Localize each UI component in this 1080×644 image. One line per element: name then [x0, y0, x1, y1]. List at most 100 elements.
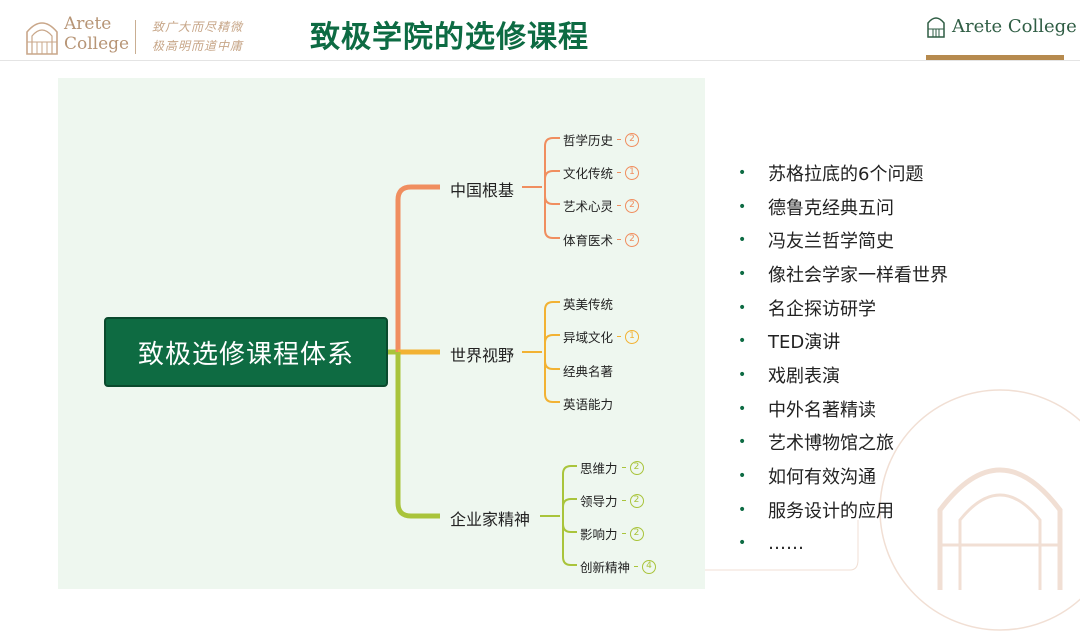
topic-label: 戏剧表演 [768, 365, 840, 387]
course-count-badge: 4 [642, 559, 657, 574]
topic-item: • 中外名著精读 [738, 392, 948, 426]
leaf-node: 英语能力 [563, 394, 613, 413]
course-count-badge: 2 [629, 493, 644, 508]
leaf-label: 体育医术 [563, 233, 614, 248]
topic-item: • 艺术博物馆之旅 [738, 426, 948, 460]
leaf-connector [544, 170, 560, 187]
arete-logo-icon [24, 16, 64, 56]
bullet-icon: • [738, 164, 747, 181]
leaf-node: 创新精神 4 [580, 557, 657, 576]
bullet-icon: • [738, 299, 747, 316]
leaf-node: 艺术心灵 2 [563, 196, 640, 215]
leaf-connector [544, 137, 560, 187]
logo-line-1: Arete [64, 14, 112, 34]
leaf-connector [544, 334, 560, 352]
bullet-icon: • [738, 232, 747, 249]
topic-label: 像社会学家一样看世界 [768, 264, 948, 286]
brand-right: Arete College [926, 14, 1077, 38]
course-count-badge: 2 [625, 232, 640, 247]
leaf-label: 英语能力 [563, 397, 614, 412]
course-count-badge: 2 [629, 460, 644, 475]
leaf-connector [544, 352, 560, 370]
leaf-connector [562, 498, 577, 516]
leaf-connector [562, 516, 577, 566]
mindmap-root-node: 致极选修课程体系 [104, 317, 388, 387]
bullet-icon: • [738, 501, 747, 518]
topic-label: TED演讲 [768, 332, 841, 354]
leaf-connector [544, 187, 560, 239]
branch-curve-china [395, 184, 440, 352]
branch-china-roots: 中国根基 [450, 181, 515, 200]
bullet-icon: • [738, 434, 747, 451]
logo-line-2: College [64, 34, 130, 54]
topic-item: • 服务设计的应用 [738, 493, 948, 527]
mindmap-connectors [388, 137, 859, 571]
school-motto: 致广大而尽精微 极高明而道中庸 [152, 18, 243, 56]
leaf-label: 领导力 [580, 494, 618, 509]
branch-curve-enterprise [395, 352, 440, 519]
topic-item: • 像社会学家一样看世界 [738, 257, 948, 291]
leaf-node: 思维力 2 [580, 458, 644, 477]
bullet-icon: • [738, 366, 747, 383]
leaf-connector [544, 187, 560, 205]
logo-wordmark: Arete College [64, 14, 129, 54]
topic-label: 苏格拉底的6个问题 [768, 163, 924, 185]
topic-label: 中外名著精读 [768, 399, 876, 421]
leaf-node: 文化传统 1 [563, 163, 640, 182]
topic-label: …… [768, 532, 804, 554]
course-count-badge: 2 [629, 526, 644, 541]
leaf-connector [562, 516, 577, 533]
topic-label: 艺术博物馆之旅 [768, 433, 894, 455]
bullet-icon: • [738, 535, 747, 552]
bullet-icon: • [738, 265, 747, 282]
leaf-connector [544, 352, 560, 403]
leaf-label: 文化传统 [563, 166, 614, 181]
leaf-node: 英美传统 [563, 294, 613, 313]
course-count-badge: 2 [625, 132, 640, 147]
topic-item: • 如何有效沟通 [738, 459, 948, 493]
motto-line-1: 致广大而尽精微 [152, 20, 244, 34]
topic-item: • 德鲁克经典五问 [738, 190, 948, 224]
topic-label: 服务设计的应用 [768, 500, 894, 522]
decorative-line [705, 520, 859, 571]
bullet-icon: • [738, 468, 747, 485]
topic-label: 德鲁克经典五问 [768, 197, 894, 219]
leaf-connector [544, 301, 560, 352]
brand-accent-bar [926, 55, 1064, 60]
topic-item: • 名企探访研学 [738, 291, 948, 325]
branch-entrepreneurship: 企业家精神 [450, 510, 531, 529]
topic-item: • 戏剧表演 [738, 358, 948, 392]
leaf-connector [562, 465, 577, 516]
course-count-badge: 1 [625, 329, 640, 344]
topic-label: 如何有效沟通 [768, 467, 876, 489]
leaf-node: 领导力 2 [580, 491, 644, 510]
motto-line-2: 极高明而道中庸 [152, 39, 244, 53]
leaf-node: 经典名著 [563, 361, 613, 380]
brand-name: Arete College [952, 15, 1077, 37]
leaf-node: 哲学历史 2 [563, 130, 640, 149]
leaf-node: 异域文化 1 [563, 327, 640, 346]
leaf-label: 异域文化 [563, 330, 614, 345]
leaf-label: 艺术心灵 [563, 199, 614, 214]
leaf-node: 体育医术 2 [563, 230, 640, 249]
topic-item: • 苏格拉底的6个问题 [738, 156, 948, 190]
topic-label: 冯友兰哲学简史 [768, 231, 894, 253]
leaf-node: 影响力 2 [580, 524, 644, 543]
leaf-label: 影响力 [580, 527, 618, 542]
bullet-icon: • [738, 400, 747, 417]
topic-label: 名企探访研学 [768, 298, 876, 320]
leaf-label: 经典名著 [563, 364, 614, 379]
leaf-label: 创新精神 [580, 560, 631, 575]
page-title: 致极学院的选修课程 [310, 20, 589, 55]
bullet-icon: • [738, 198, 747, 215]
bullet-icon: • [738, 333, 747, 350]
logo-divider [135, 20, 136, 54]
leaf-label: 哲学历史 [563, 133, 614, 148]
topic-item: • TED演讲 [738, 324, 948, 358]
header-divider [0, 60, 1080, 61]
college-crest-icon [927, 17, 945, 38]
topic-item: • …… [738, 527, 948, 561]
course-count-badge: 1 [625, 165, 640, 180]
leaf-label: 思维力 [580, 461, 618, 476]
branch-world-view: 世界视野 [450, 346, 515, 365]
